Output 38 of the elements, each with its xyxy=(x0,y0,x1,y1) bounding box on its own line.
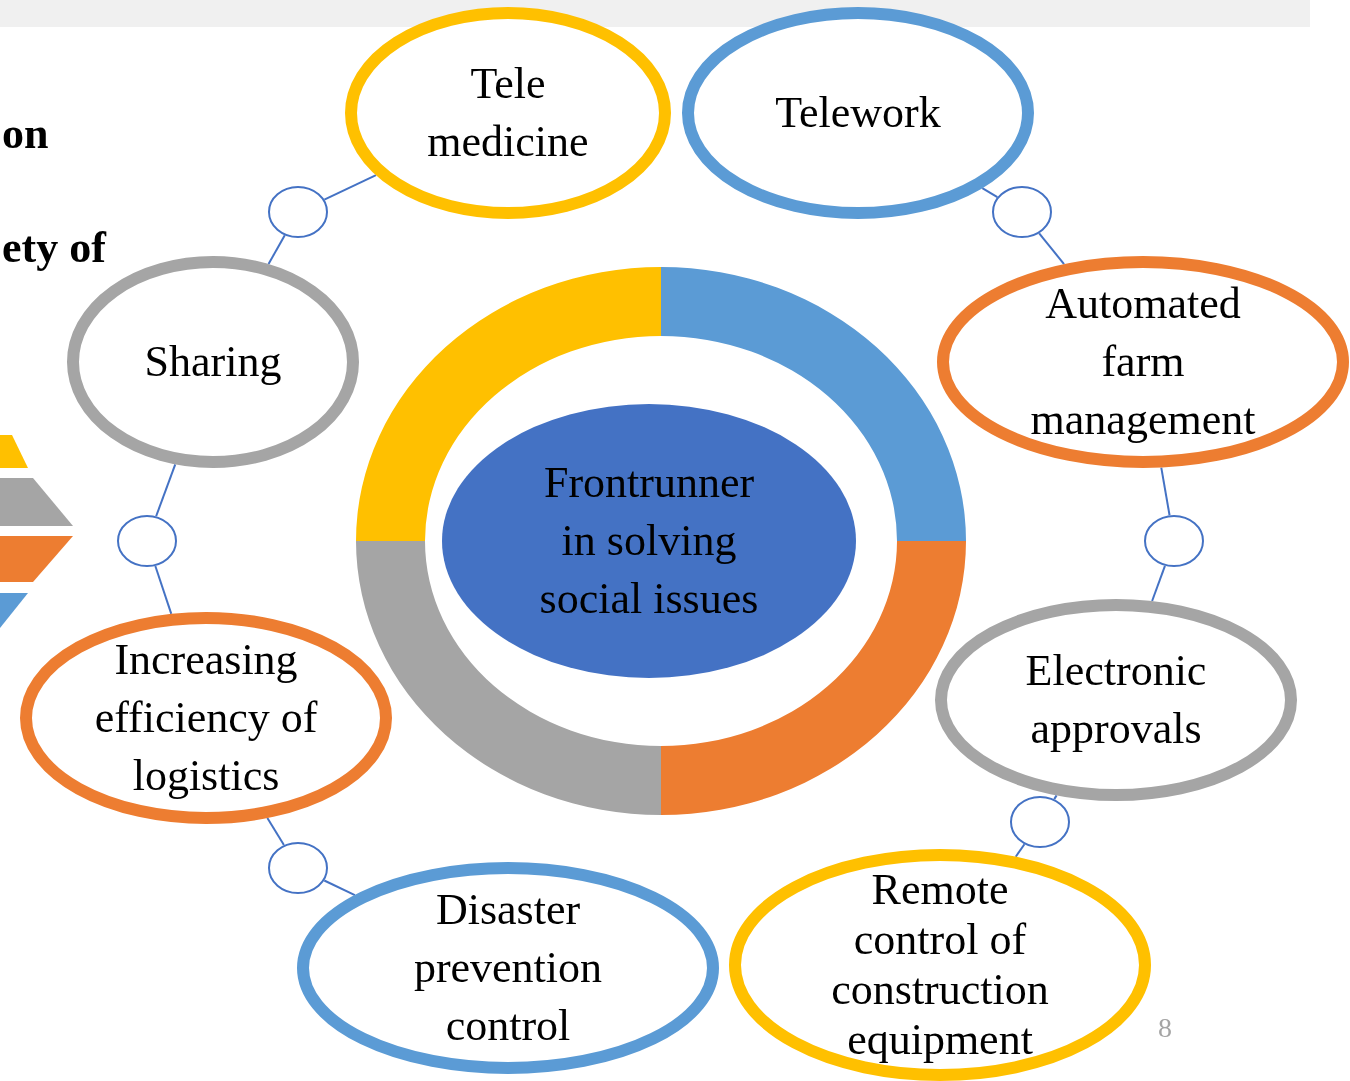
node-text: Frontrunner in solving social issues xyxy=(538,457,760,625)
connector-circle xyxy=(117,515,177,567)
ellipse-node xyxy=(442,404,856,678)
ellipse-node xyxy=(682,7,1034,219)
node-text: Telework xyxy=(774,87,942,139)
connector-line xyxy=(267,234,286,265)
connector-circle xyxy=(992,186,1052,238)
connector-line xyxy=(1160,466,1171,517)
connector-circle xyxy=(268,842,328,894)
connector-line xyxy=(1151,564,1166,603)
connector-line xyxy=(323,174,378,201)
connector-line xyxy=(1053,794,1058,801)
ellipse-node xyxy=(345,7,671,219)
connector-line xyxy=(981,187,999,199)
ellipse-node xyxy=(729,849,1151,1081)
node-text: Remote control of construction equipment xyxy=(830,865,1050,1065)
heading-fragment: on xyxy=(2,108,49,159)
page-number: 8 xyxy=(1158,1012,1172,1044)
connector-line xyxy=(155,463,177,518)
node-text: Tele medicine xyxy=(426,58,590,168)
node-text: Electronic approvals xyxy=(1024,645,1208,755)
node-text: Increasing efficiency of logistics xyxy=(93,634,319,802)
node-text: Automated farm management xyxy=(1029,278,1257,446)
connector-line xyxy=(323,879,356,897)
ellipse-node xyxy=(935,599,1297,801)
heading-fragment: ety of xyxy=(2,222,106,273)
node-text: Disaster prevention control xyxy=(412,884,604,1052)
ellipse-node xyxy=(937,256,1349,468)
connector-line xyxy=(1014,843,1026,858)
connector-line xyxy=(1038,232,1066,266)
node-text: Sharing xyxy=(143,336,283,388)
connector-circle xyxy=(268,186,328,238)
connector-line xyxy=(154,565,173,615)
connector-circle xyxy=(1010,796,1070,848)
ellipse-node xyxy=(297,862,719,1074)
ellipse-node xyxy=(20,612,392,824)
connector-line xyxy=(266,817,285,847)
connector-circle xyxy=(1144,515,1204,567)
